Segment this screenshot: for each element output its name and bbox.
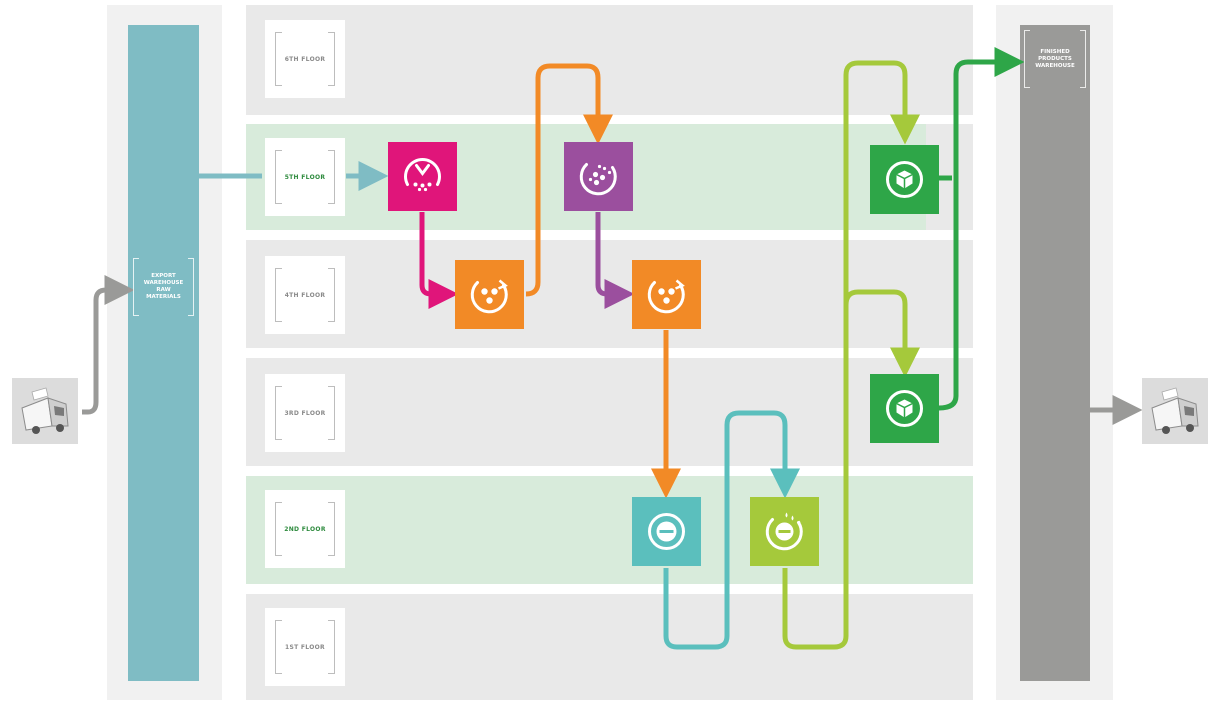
raw-materials-warehouse-column	[128, 25, 199, 681]
floor-label-4th: 4th FLOOR	[265, 256, 345, 334]
weighing-machine	[388, 142, 457, 211]
floor-band-1	[246, 594, 973, 700]
floor-label-6th: 6th FLOOR	[265, 20, 345, 98]
floor-label-5th: 5th FLOOR	[265, 138, 345, 216]
coating-machine	[750, 497, 819, 566]
packaging-2-machine	[870, 374, 939, 443]
floor-label-2nd: 2nd FLOOR	[265, 490, 345, 568]
spray-coater-machine	[564, 142, 633, 211]
mixer-1-machine	[455, 260, 524, 329]
finished-products-warehouse-column	[1020, 25, 1090, 681]
floor-band-3	[246, 358, 973, 466]
floor-label-1st: 1st FLOOR	[265, 608, 345, 686]
floor-band-2	[246, 476, 973, 584]
incoming-truck	[12, 378, 78, 444]
floor-band-6	[246, 5, 973, 115]
floor-label-3rd: 3rd FLOOR	[265, 374, 345, 452]
outgoing-truck	[1142, 378, 1208, 444]
raw-warehouse-label: EXPORT WAREHOUSE RAW MATERIALS	[133, 258, 194, 316]
mixer-2-machine	[632, 260, 701, 329]
finished-warehouse-label: FINISHED PRODUCTS WAREHOUSE	[1024, 30, 1086, 88]
tablet-press-machine	[632, 497, 701, 566]
packaging-1-machine	[870, 145, 939, 214]
